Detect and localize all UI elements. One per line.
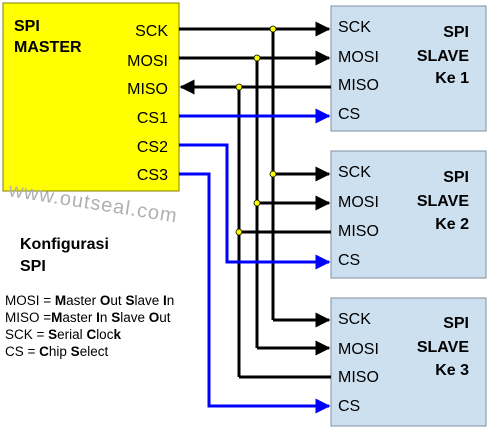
legend-text: n (166, 293, 175, 308)
slave-3-title-1: SPI (443, 315, 469, 332)
master-pin-miso: MISO (127, 81, 168, 98)
slave-3: SCK MOSI MISO CS SPI SLAVE Ke 3 (330, 297, 487, 427)
slave-3-title-2: SLAVE (417, 339, 469, 356)
legend-row: MOSI = Master Out Slave In (5, 292, 174, 309)
legend-text: O (148, 310, 160, 325)
master-box (2, 2, 180, 192)
legend-text: MISO = (5, 310, 52, 325)
legend-text: S (48, 327, 58, 342)
slave-2-title-2: SLAVE (417, 193, 469, 210)
konfigurasi-line1: Konfigurasi (20, 236, 109, 253)
legend-text: O (99, 293, 111, 308)
cs2-line (179, 143, 331, 270)
legend-text: elect (79, 344, 109, 359)
legend-text: loc (96, 327, 114, 342)
slave-2-title-3: Ke 2 (435, 216, 469, 233)
master-pin-cs3: CS3 (137, 167, 168, 184)
master-title-2: MASTER (14, 39, 82, 56)
slave-1-title-1: SPI (443, 24, 469, 41)
slave-3-pin-sck: SCK (338, 311, 371, 328)
legend-text: aster (62, 310, 97, 325)
slave-1-pin-mosi: MOSI (338, 49, 379, 66)
legend-text: n (99, 310, 112, 325)
cs-lines (179, 108, 331, 414)
master-pin-cs2: CS2 (137, 139, 168, 156)
legend-text: MOSI = (5, 293, 55, 308)
slave-1-title-2: SLAVE (417, 48, 469, 65)
slave-3-title-3: Ke 3 (435, 362, 469, 379)
slave-1-pin-cs: CS (338, 106, 360, 123)
master-title-1: SPI (14, 18, 40, 35)
master-pin-sck: SCK (135, 23, 168, 40)
legend-text: SCK = (5, 327, 49, 342)
legend-row: MISO =Master In Slave Out (5, 309, 174, 326)
legend-text: hip (48, 344, 71, 359)
legend-text: erial (57, 327, 87, 342)
slave-2-box (330, 150, 487, 279)
legend-row: CS = Chip Select (5, 343, 174, 360)
slave-3-pin-miso: MISO (338, 369, 379, 386)
junction-dots (235, 25, 277, 236)
legend-text: S (111, 310, 121, 325)
legend-text: CS = (5, 344, 40, 359)
cs3-line (179, 172, 331, 414)
slave-2-pin-sck: SCK (338, 164, 371, 181)
legend-text: C (86, 327, 97, 342)
slave-1-pin-sck: SCK (338, 19, 371, 36)
legend-text: ut (110, 293, 126, 308)
slave-3-pin-mosi: MOSI (338, 341, 379, 358)
legend-text: C (39, 344, 49, 359)
slave-2-pin-cs: CS (338, 252, 360, 269)
legend-text: S (125, 293, 135, 308)
konfigurasi-heading: Konfigurasi SPI (20, 234, 109, 278)
slave-2-pin-miso: MISO (338, 223, 379, 240)
legend-text: M (54, 293, 67, 308)
slave-1-box (330, 5, 487, 132)
slave-2: SCK MOSI MISO CS SPI SLAVE Ke 2 (330, 150, 487, 279)
konfigurasi-line2: SPI (20, 258, 46, 275)
slave-2-title-1: SPI (443, 169, 469, 186)
legend-text: lave (134, 293, 163, 308)
slave-1-title-3: Ke 1 (435, 70, 469, 87)
slave-3-box (330, 297, 487, 427)
legend-row: SCK = Serial Clock (5, 326, 174, 343)
legend-text: lave (120, 310, 149, 325)
slave-2-pin-mosi: MOSI (338, 194, 379, 211)
legend-text: k (113, 327, 121, 342)
legend-text: ut (159, 310, 171, 325)
legend-text: M (51, 310, 63, 325)
slave-1-pin-miso: MISO (338, 77, 379, 94)
legend-text: S (70, 344, 80, 359)
legend-text: I (162, 293, 167, 308)
legend-text: aster (66, 293, 100, 308)
master-pin-cs1: CS1 (137, 110, 168, 127)
slave-3-pin-cs: CS (338, 398, 360, 415)
master-pin-mosi: MOSI (127, 53, 168, 70)
legend-text: I (96, 310, 100, 325)
slave-1: SCK MOSI MISO CS SPI SLAVE Ke 1 (330, 5, 487, 132)
